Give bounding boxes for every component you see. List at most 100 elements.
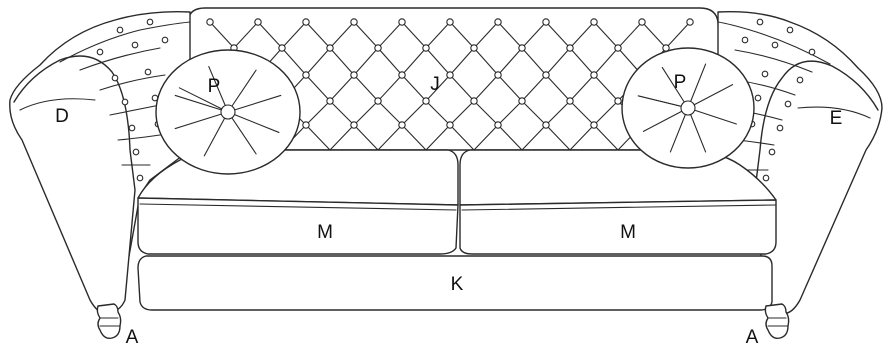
tuft-button [518,44,526,52]
tuft-seam [521,47,547,76]
tuft-button [784,100,792,108]
tuft-seam [473,47,499,76]
tuft-button [741,36,749,44]
tuft-seam [377,100,403,126]
pillow-seam [174,94,229,113]
tuft-button [302,121,310,129]
pillow-seam [661,66,689,109]
tuft-seam [497,21,523,49]
tuft-seam [425,124,451,151]
tuft-seam [329,21,355,49]
tuft-seam [353,100,379,126]
tuft-button [614,44,622,52]
left-foot [96,303,122,340]
tuft-seam [569,21,595,49]
tuft-seam [593,124,619,151]
tuft-seam [377,21,403,49]
tuft-button [278,44,286,52]
tuft-button [128,124,136,132]
tuft-seam [497,47,523,76]
tuft-button [302,71,310,79]
pillow-seam [637,95,689,109]
pillow-seam [227,111,280,133]
tuft-seam [521,21,547,49]
tuft-button [350,121,358,129]
tuft-seam [305,47,331,76]
pillow-seam [208,66,229,113]
tuft-button [566,97,574,105]
tuft-button [542,18,550,26]
tuft-seam [449,47,475,76]
pillow-seam [227,94,282,113]
tuft-seam [329,124,355,151]
right-foot [764,303,790,340]
tuft-button [796,76,804,84]
tuft-button [446,18,454,26]
tuft-button [614,97,622,105]
tuft-button [590,71,598,79]
tuft-button [756,18,764,26]
tuft-seam [497,74,523,102]
tuft-button [121,98,129,106]
tuft-button [771,41,779,49]
label-seat-left: M [317,222,333,243]
tuft-button [761,70,769,78]
tuft-button [374,44,382,52]
tuft-button [398,71,406,79]
tuft-seam [353,47,379,76]
tuft-seam [329,100,355,126]
tuft-seam [641,21,667,49]
tuft-button [762,174,770,182]
pillow-seam [687,107,707,153]
tuft-seam [281,47,307,76]
right-pillow [621,47,755,169]
pillow-seam [687,107,737,125]
tuft-button [786,26,794,34]
tuft-button [350,71,358,79]
tuft-button [116,26,124,34]
tuft-button [96,48,104,56]
tuft-seam [425,74,451,102]
tuft-seam [665,21,691,49]
tuft-seam [401,74,427,102]
tuft-button [146,18,154,26]
tuft-button [470,97,478,105]
label-arm-right: E [830,108,843,129]
tuft-button [566,44,574,52]
tuft-seam [497,100,523,126]
tuft-button [374,97,382,105]
tuft-seam [593,47,619,76]
tuft-button [131,41,139,49]
tuft-seam [233,21,259,49]
tuft-seam [545,100,571,126]
tuft-seam [377,124,403,151]
tuft-seam [593,100,619,126]
seat-cushion-right [459,149,777,255]
tuft-seam [305,21,331,49]
tuft-button [161,36,169,44]
tuft-seam [449,124,475,151]
tuft-seam [593,21,619,49]
left-arm [9,11,191,315]
tuft-button [446,121,454,129]
pillow-seam [642,107,689,132]
tuft-button [350,18,358,26]
tuft-seam [353,21,379,49]
tuft-button [111,74,119,82]
tuft-button [422,97,430,105]
tuft-button [590,18,598,26]
tuft-button [494,18,502,26]
tuft-button [398,18,406,26]
tuft-button [638,18,646,26]
tuft-seam [569,100,595,126]
left-pillow [155,49,301,175]
pillow-seam [687,63,707,109]
tuft-button [254,18,262,26]
tuft-button [136,174,144,182]
label-foot-right: A [746,327,759,348]
pillow-seam [174,111,229,130]
tuft-seam [305,74,331,102]
tuft-seam [401,124,427,151]
